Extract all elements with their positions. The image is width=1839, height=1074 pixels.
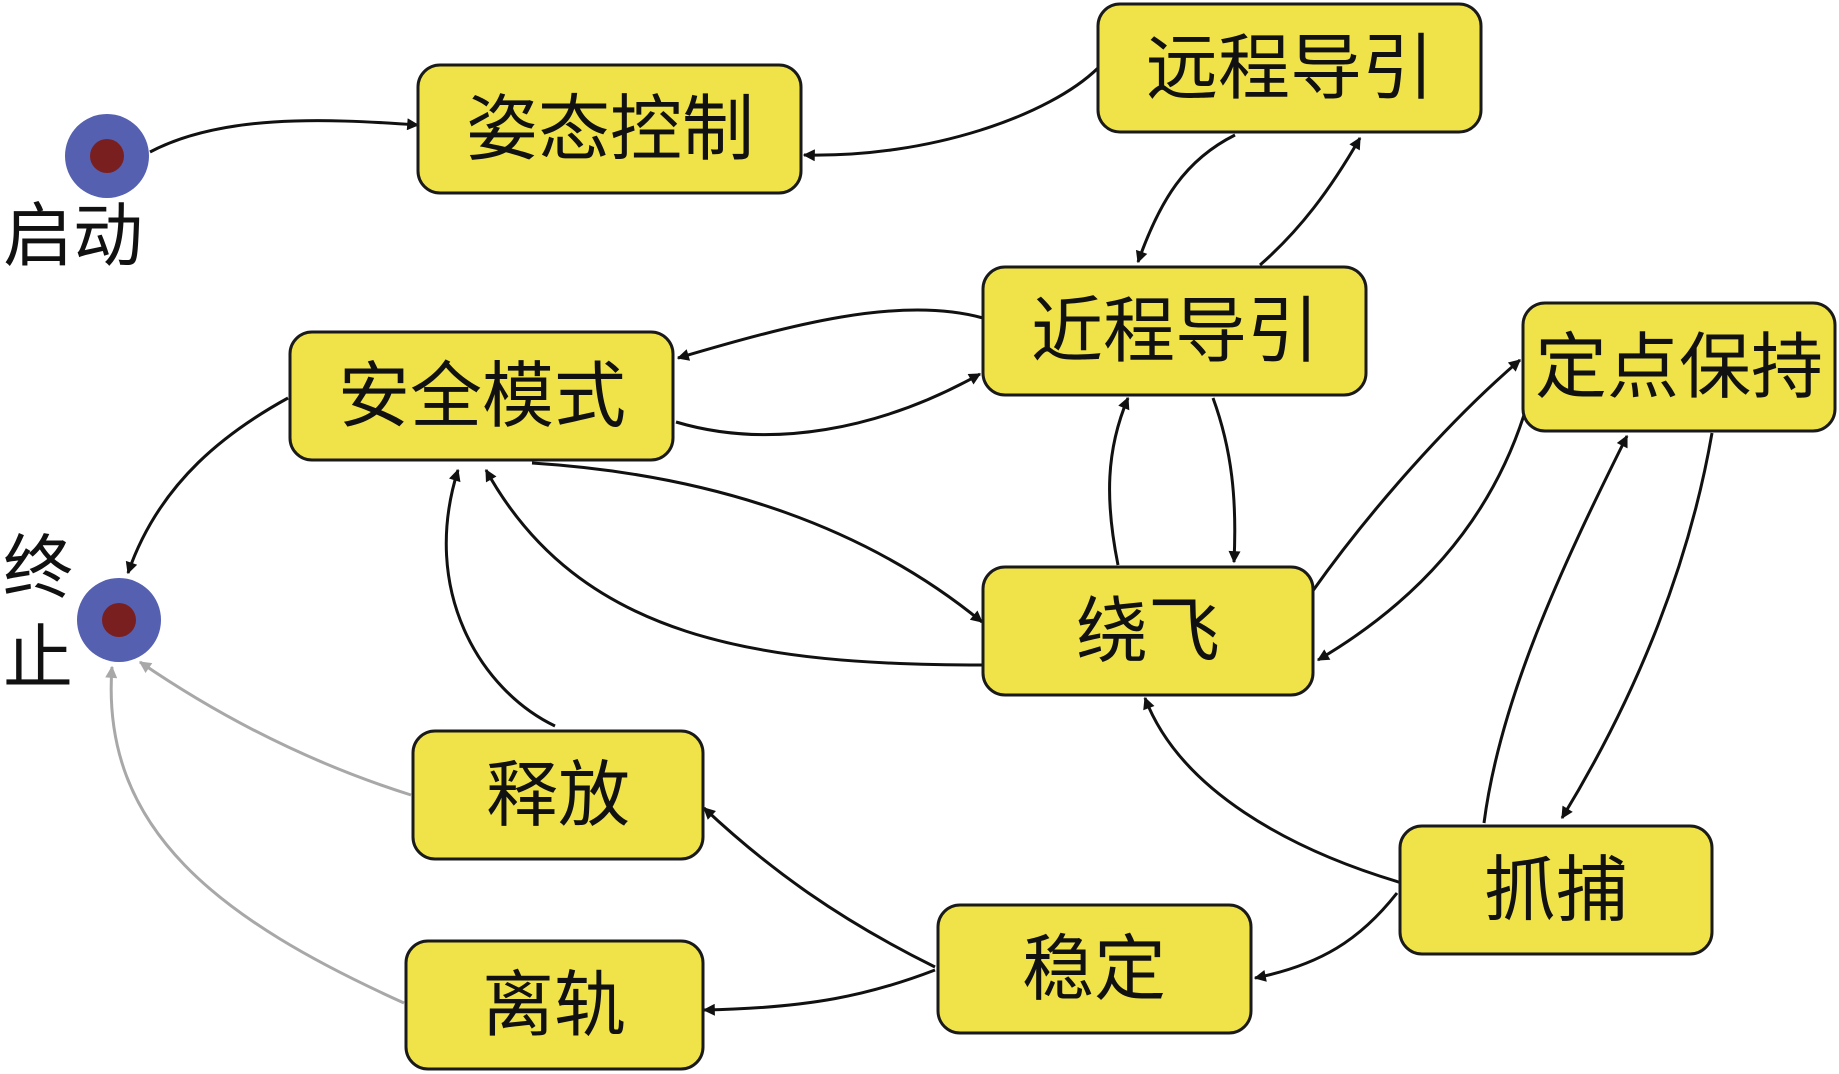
- end-terminal: 终 止: [3, 527, 161, 699]
- edge-close-to-flyaround: [1211, 397, 1241, 564]
- start-label: 启动: [3, 195, 143, 277]
- edge-safe-to-close: [675, 372, 982, 437]
- state-label: 抓捕: [1484, 848, 1628, 932]
- end-node-inner: [102, 603, 136, 637]
- edge-capture-to-flyaround: [1143, 696, 1403, 885]
- start-node-inner: [90, 139, 124, 173]
- edge-safe-to-end: [125, 396, 289, 575]
- edge-release-to-safe: [444, 468, 556, 728]
- edge-capture-to-stabilize: [1253, 892, 1399, 982]
- state-label: 绕飞: [1076, 589, 1220, 673]
- state-attitude-control: 姿态控制: [416, 63, 803, 195]
- state-label: 稳定: [1022, 927, 1166, 1011]
- state-safe-mode: 安全模式: [288, 330, 675, 462]
- edge-station-to-capture: [1560, 432, 1714, 820]
- edge-close-to-safe: [676, 308, 984, 361]
- edge-capture-to-station: [1482, 434, 1629, 824]
- state-flyaround: 绕飞: [981, 565, 1315, 697]
- edge-stabilize-to-release: [702, 806, 936, 969]
- edge-stabilize-to-deorbit: [702, 968, 936, 1016]
- edge-safe-to-flyaround: [531, 461, 983, 624]
- state-close-guidance: 近程导引: [981, 265, 1368, 397]
- end-label-line2: 止: [3, 617, 73, 699]
- state-capture: 抓捕: [1398, 824, 1714, 956]
- state-label: 近程导引: [1031, 289, 1319, 373]
- state-label: 远程导引: [1146, 26, 1434, 110]
- state-label: 释放: [486, 753, 630, 837]
- state-stabilize: 稳定: [936, 903, 1253, 1035]
- edge-flyaround-to-station: [1310, 358, 1521, 593]
- edge-deorbit-to-end: [105, 665, 405, 1005]
- state-release: 释放: [411, 729, 705, 861]
- state-deorbit: 离轨: [404, 939, 705, 1071]
- end-label-line1: 终: [3, 527, 73, 609]
- edge-release-to-end: [139, 660, 412, 797]
- state-label: 安全模式: [338, 354, 626, 438]
- state-label: 离轨: [482, 963, 626, 1047]
- state-remote-guidance: 远程导引: [1096, 2, 1483, 134]
- state-station-keeping: 定点保持: [1521, 301, 1837, 433]
- edge-remote-to-attitude: [802, 66, 1100, 162]
- edge-start-to-attitude: [149, 118, 420, 154]
- edge-flyaround-to-close: [1108, 396, 1130, 566]
- edge-remote-to-close: [1135, 133, 1236, 264]
- state-label: 姿态控制: [466, 87, 754, 171]
- edges: [105, 66, 1714, 1016]
- edge-flyaround-to-safe: [484, 468, 984, 667]
- state-label: 定点保持: [1535, 325, 1823, 409]
- start-terminal: 启动: [3, 114, 149, 277]
- edge-station-to-flyaround: [1316, 414, 1526, 662]
- edge-close-to-remote: [1259, 136, 1362, 267]
